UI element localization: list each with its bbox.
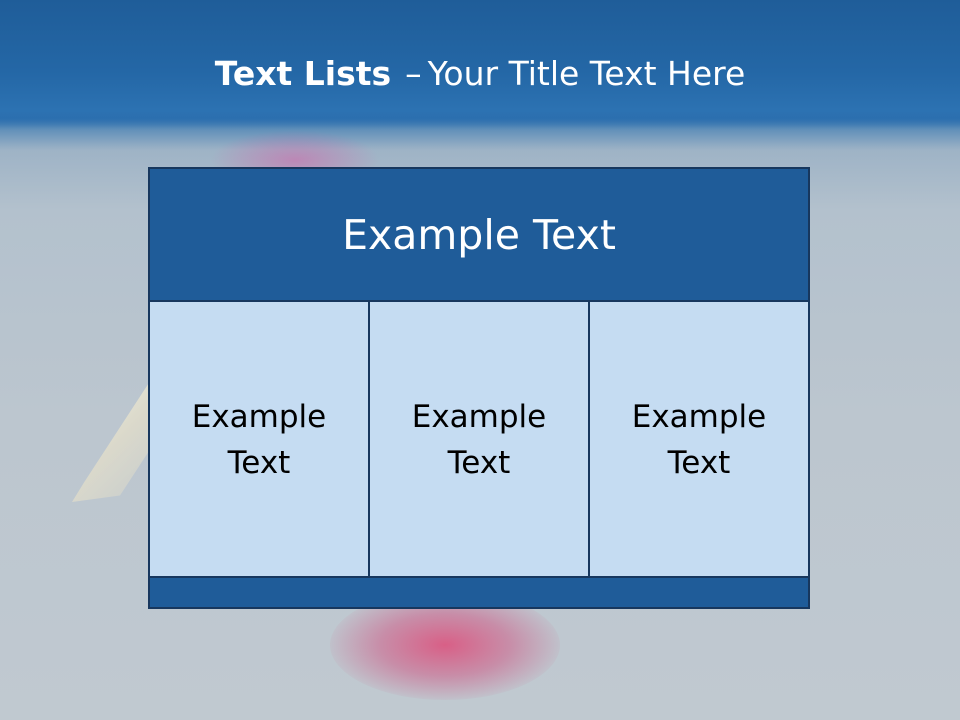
panel-column-text: Example Text (411, 399, 547, 481)
slide-title-dash: – (405, 54, 422, 93)
title-band (0, 0, 960, 130)
panel-column-text: Example Text (191, 399, 327, 481)
panel-footer (150, 576, 808, 607)
panel-column-text: Example Text (631, 399, 767, 481)
panel-header: Example Text (150, 169, 808, 302)
panel-columns: Example Text Example Text Example Text (150, 302, 808, 576)
content-panel: Example Text Example Text Example Text E… (148, 167, 810, 609)
panel-column-3: Example Text (588, 302, 808, 576)
panel-column-1: Example Text (150, 302, 368, 576)
slide-title: Text Lists–Your Title Text Here (0, 52, 960, 96)
slide-title-text: Your Title Text Here (427, 54, 746, 93)
slide-title-bold: Text Lists (214, 54, 392, 93)
panel-column-2: Example Text (368, 302, 588, 576)
